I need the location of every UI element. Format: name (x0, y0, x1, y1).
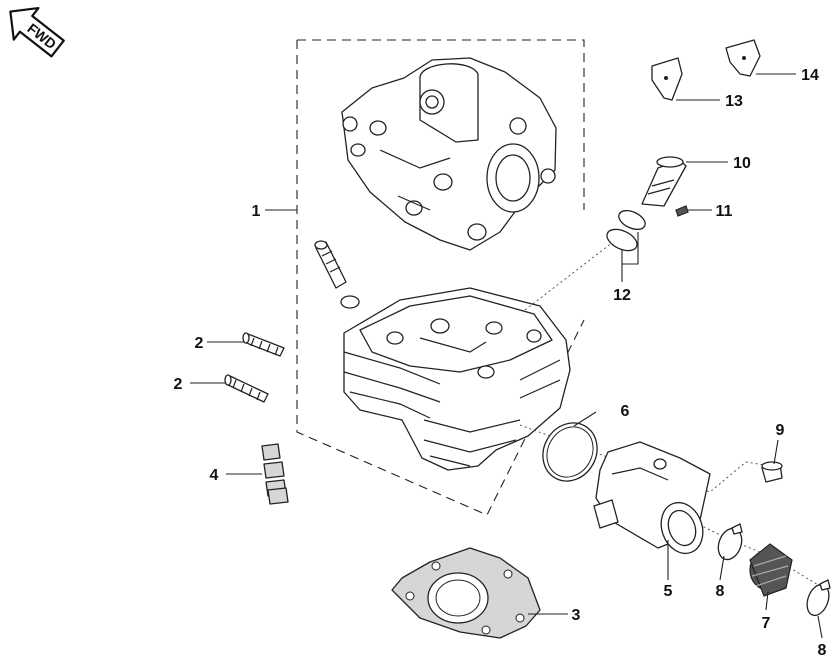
stud-bolt-lower (224, 374, 269, 403)
hose-clamp-left (717, 523, 743, 561)
leader-8b (817, 615, 823, 639)
cylinder-head-cover (341, 57, 557, 251)
leader-6 (573, 411, 597, 427)
shim-14-hole (742, 56, 746, 60)
callout-9: 9 (776, 422, 785, 439)
callout-12: 12 (613, 287, 631, 304)
leader-8a (719, 555, 725, 581)
intake-manifold (593, 441, 711, 555)
callout-4: 4 (210, 467, 219, 484)
oil-jet-pipe (641, 156, 687, 207)
alignment-line (689, 519, 821, 587)
carburetor-insulator (749, 543, 793, 597)
intake-gasket-inner (546, 426, 594, 478)
stud-bolt-upper (242, 332, 285, 357)
o-ring-upper (618, 209, 646, 231)
callout-11: 11 (716, 203, 733, 220)
callout-10: 10 (733, 155, 751, 172)
callout-5: 5 (664, 583, 673, 600)
callout-7: 7 (762, 615, 771, 632)
leader-9 (773, 439, 779, 465)
callout-8: 8 (716, 583, 725, 600)
hose-clamp-right (806, 579, 831, 617)
set-pin (675, 205, 689, 217)
alignment-line (519, 424, 611, 459)
flange-bolt (761, 461, 783, 483)
callout-2: 2 (195, 335, 204, 352)
callout-13: 13 (725, 93, 743, 110)
o-ring-lower (606, 228, 638, 252)
callout-1: 1 (252, 203, 261, 220)
callout-6: 6 (621, 403, 630, 420)
shim-13-hole (664, 76, 668, 80)
valve-keepers (261, 443, 289, 505)
leader-12 (621, 232, 639, 265)
alignment-line (524, 231, 627, 311)
callout-8: 8 (818, 642, 827, 659)
cylinder-head (343, 287, 571, 471)
head-gasket (391, 547, 541, 639)
callout-2: 2 (174, 376, 183, 393)
plug-o-ring (340, 295, 360, 309)
callout-14: 14 (801, 67, 819, 84)
callout-3: 3 (572, 607, 581, 624)
leader-7 (765, 591, 769, 611)
tappet-plug (314, 240, 347, 289)
intake-gasket (542, 422, 598, 482)
forward-arrow-icon: FWD (9, 6, 65, 58)
